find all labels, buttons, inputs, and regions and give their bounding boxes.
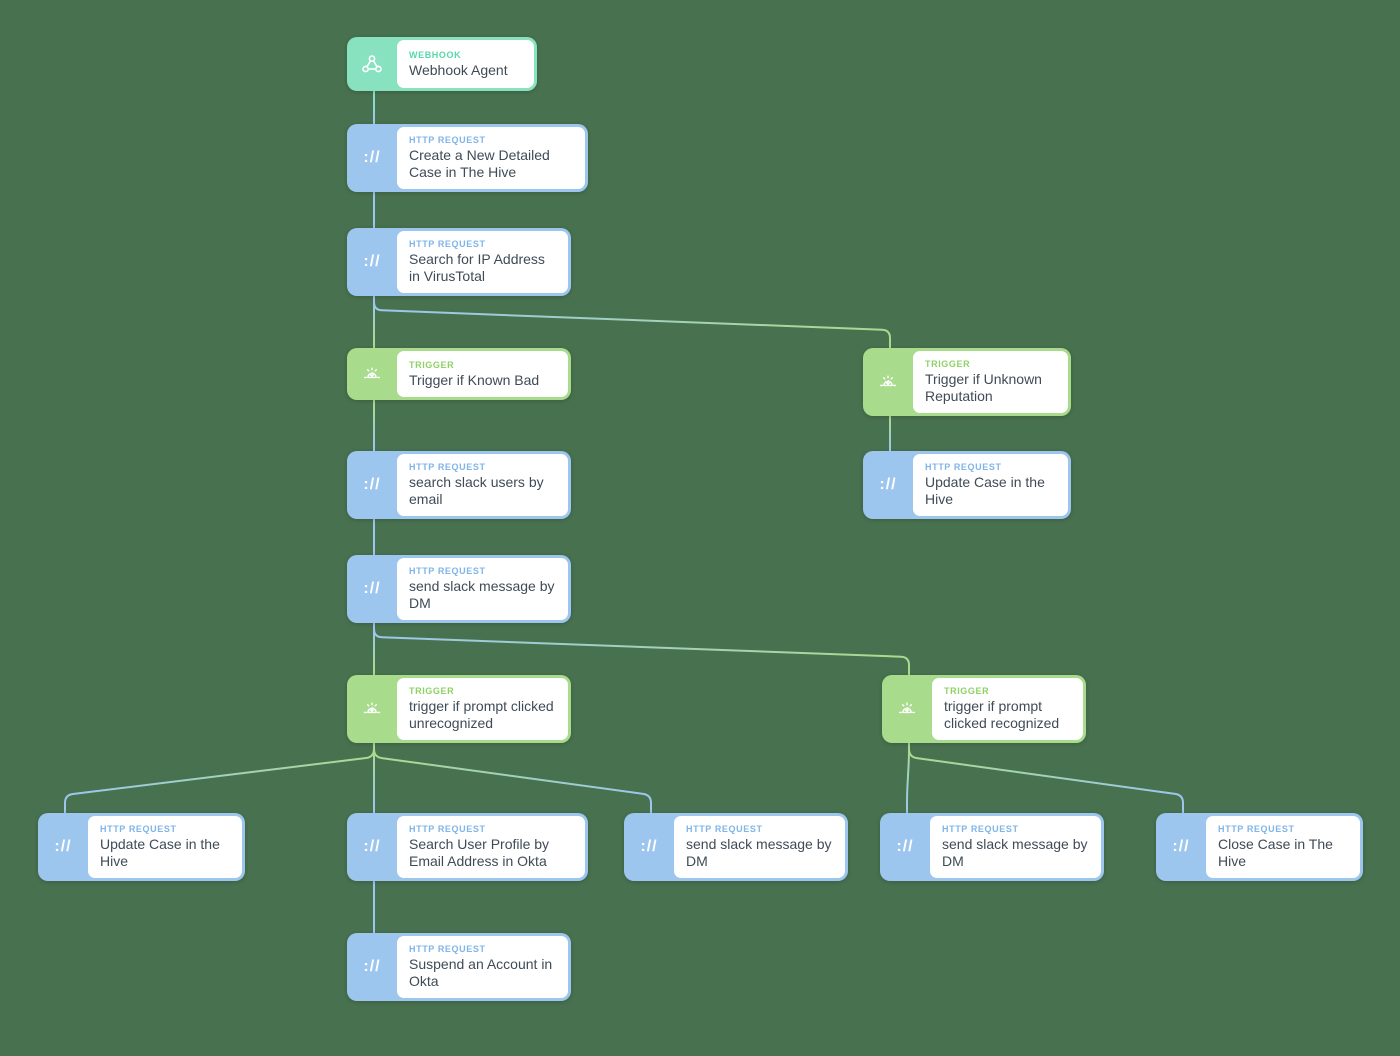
http-slashes-glyph: :// (896, 838, 914, 855)
node-type-label: HTTP REQUEST (409, 566, 486, 576)
node-type-label: HTTP REQUEST (1218, 824, 1295, 834)
node-title: Create a New Detailed Case in The Hive (409, 147, 550, 180)
node-type-label: TRIGGER (409, 359, 455, 370)
node-title: send slack message by DM (686, 836, 832, 869)
node-type-label: HTTP REQUEST (409, 239, 486, 249)
node-title: Webhook Agent (409, 61, 508, 78)
node-title: search slack users by email (409, 474, 544, 507)
http-icon: :// (347, 555, 397, 623)
edge-trigger-unrecognized-to-send-dm-2 (373, 742, 652, 814)
node-suspend-account[interactable]: :// HTTP REQUEST Suspend an Account in Okt… (347, 933, 571, 1001)
node-search-slack-users[interactable]: :// HTTP REQUEST search slack users by ema… (347, 451, 571, 519)
http-slashes-glyph: :// (54, 838, 72, 855)
trigger-icon (863, 348, 913, 416)
node-card: TRIGGER trigger if prompt clicked recogni… (932, 678, 1083, 740)
trigger-icon (347, 348, 397, 400)
node-search-ip[interactable]: :// HTTP REQUEST Search for IP Address in … (347, 228, 571, 296)
node-card: HTTP REQUEST search slack users by email (397, 454, 568, 516)
node-search-user-profile[interactable]: :// HTTP REQUEST Search User Profile by Em… (347, 813, 588, 881)
node-type-label: HTTP REQUEST (409, 135, 486, 145)
node-type-label: HTTP REQUEST (925, 462, 1002, 472)
edge-trigger-unrecognized-to-update-case-left (64, 742, 375, 814)
http-slashes-glyph: :// (363, 149, 381, 166)
node-type-label: HTTP REQUEST (942, 824, 1019, 834)
http-slashes-glyph: :// (363, 580, 381, 597)
node-card: HTTP REQUEST send slack message by DM (674, 816, 845, 878)
http-icon: :// (1156, 813, 1206, 881)
node-title: Close Case in The Hive (1218, 836, 1333, 869)
node-title: trigger if prompt clicked unrecognized (409, 698, 554, 731)
http-icon: :// (38, 813, 88, 881)
http-slashes-glyph: :// (363, 958, 381, 975)
http-slashes-glyph: :// (640, 838, 658, 855)
node-title: trigger if prompt clicked recognized (944, 698, 1060, 731)
node-type-label: HTTP REQUEST (100, 824, 177, 834)
http-slashes-glyph: :// (363, 838, 381, 855)
node-title: Trigger if Unknown Reputation (925, 371, 1042, 404)
http-icon: :// (863, 451, 913, 519)
node-card: HTTP REQUEST send slack message by DM (397, 558, 568, 620)
node-title: Update Case in the Hive (100, 836, 220, 869)
node-card: HTTP REQUEST Search User Profile by Email… (397, 816, 585, 878)
node-update-case-right[interactable]: :// HTTP REQUEST Update Case in the Hive (863, 451, 1071, 519)
edge-trigger-recognized-to-send-dm-3 (906, 742, 910, 814)
node-close-case[interactable]: :// HTTP REQUEST Close Case in The Hive (1156, 813, 1363, 881)
node-type-label: HTTP REQUEST (409, 944, 486, 954)
node-send-dm-2[interactable]: :// HTTP REQUEST send slack message by DM (624, 813, 848, 881)
http-icon: :// (347, 228, 397, 296)
http-icon: :// (880, 813, 930, 881)
http-slashes-glyph: :// (879, 476, 897, 493)
http-slashes-glyph: :// (1172, 838, 1190, 855)
node-type-label: WEBHOOK (409, 49, 462, 60)
node-update-case-left[interactable]: :// HTTP REQUEST Update Case in the Hive (38, 813, 245, 881)
node-type-label: HTTP REQUEST (409, 462, 486, 472)
node-title: send slack message by DM (942, 836, 1088, 869)
node-type-label: TRIGGER (409, 686, 455, 696)
node-card: HTTP REQUEST Update Case in the Hive (88, 816, 242, 878)
edge-trigger-recognized-to-close-case (908, 742, 1184, 814)
node-card: TRIGGER Trigger if Unknown Reputation (913, 351, 1068, 413)
node-card: HTTP REQUEST send slack message by DM (930, 816, 1101, 878)
http-icon: :// (347, 451, 397, 519)
node-card: HTTP REQUEST Create a New Detailed Case i… (397, 127, 585, 189)
http-slashes-glyph: :// (363, 476, 381, 493)
node-create-case[interactable]: :// HTTP REQUEST Create a New Detailed Cas… (347, 124, 588, 192)
node-trigger-unknown-rep[interactable]: TRIGGER Trigger if Unknown Reputation (863, 348, 1071, 416)
http-icon: :// (347, 124, 397, 192)
node-card: HTTP REQUEST Close Case in The Hive (1206, 816, 1360, 878)
webhook-icon (347, 37, 397, 91)
http-icon: :// (347, 813, 397, 881)
node-card: HTTP REQUEST Update Case in the Hive (913, 454, 1068, 516)
node-type-label: HTTP REQUEST (409, 824, 486, 834)
http-slashes-glyph: :// (363, 253, 381, 270)
node-type-label: TRIGGER (944, 686, 990, 696)
node-title: Search User Profile by Email Address in … (409, 836, 550, 869)
node-type-label: TRIGGER (925, 359, 971, 369)
node-send-dm-3[interactable]: :// HTTP REQUEST send slack message by DM (880, 813, 1104, 881)
node-trigger-recognized[interactable]: TRIGGER trigger if prompt clicked recogni… (882, 675, 1086, 743)
edge-send-dm-1-to-trigger-recognized (373, 622, 910, 676)
http-icon: :// (347, 933, 397, 1001)
node-type-label: HTTP REQUEST (686, 824, 763, 834)
trigger-icon (882, 675, 932, 743)
node-title: Trigger if Known Bad (409, 371, 540, 388)
node-title: Update Case in the Hive (925, 474, 1045, 507)
node-title: send slack message by DM (409, 578, 555, 611)
node-card: HTTP REQUEST Suspend an Account in Okta (397, 936, 568, 998)
http-icon: :// (624, 813, 674, 881)
node-title: Search for IP Address in VirusTotal (409, 251, 545, 284)
node-card: HTTP REQUEST Search for IP Address in Vir… (397, 231, 568, 293)
node-title: Suspend an Account in Okta (409, 956, 553, 989)
node-card: TRIGGER trigger if prompt clicked unrecog… (397, 678, 568, 740)
node-trigger-unrecognized[interactable]: TRIGGER trigger if prompt clicked unrecog… (347, 675, 571, 743)
node-send-dm-1[interactable]: :// HTTP REQUEST send slack message by DM (347, 555, 571, 623)
trigger-icon (347, 675, 397, 743)
edge-search-ip-to-trigger-unknown-rep (373, 295, 891, 349)
